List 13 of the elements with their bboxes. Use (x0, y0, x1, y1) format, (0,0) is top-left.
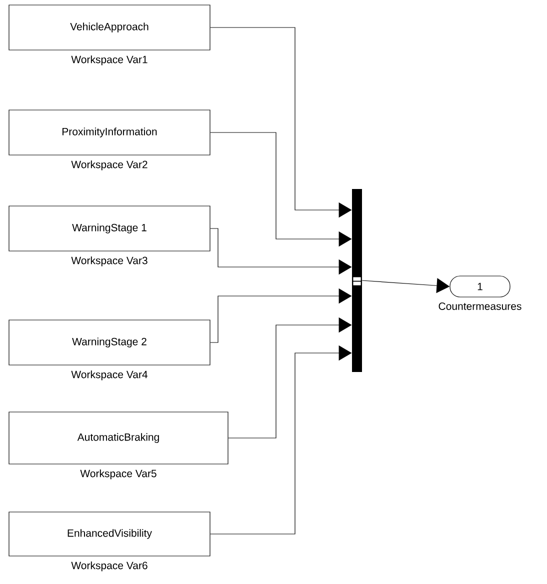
block-caption: Countermeasures (438, 302, 522, 310)
source-block: WarningStage 2 (8, 320, 210, 366)
source-block: ProximityInformation (8, 110, 210, 156)
block-caption: Workspace Var6 (71, 562, 148, 572)
block-caption: Workspace Var3 (71, 256, 148, 266)
block-caption: Workspace Var4 (71, 370, 148, 380)
source-block: WarningStage 1 (8, 206, 210, 252)
block-caption: Workspace Var5 (80, 470, 156, 480)
block-caption: Workspace Var2 (71, 160, 148, 170)
block-caption: Workspace Var1 (71, 56, 148, 66)
source-block: VehicleApproach (8, 4, 210, 50)
source-block: AutomaticBraking (8, 412, 228, 464)
source-block: EnhancedVisibility (8, 512, 210, 556)
